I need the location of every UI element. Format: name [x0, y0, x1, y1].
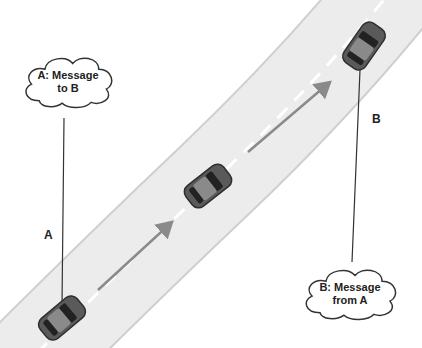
callout-text: A: Message to B — [37, 69, 99, 95]
cloud-callout: A: Message to B — [20, 51, 116, 109]
car — [181, 161, 235, 211]
car — [340, 19, 389, 73]
leader-line — [62, 118, 64, 305]
motion-arrow — [98, 222, 172, 290]
car-label: A — [44, 228, 53, 242]
road — [20, 0, 400, 348]
cloud-callout: B: Message from A — [300, 263, 400, 321]
leader-line — [352, 70, 360, 262]
motion-arrow — [248, 82, 330, 152]
car-label: B — [372, 112, 381, 126]
car — [35, 293, 88, 344]
road-edge — [20, 0, 400, 348]
lane-line — [20, 0, 400, 348]
callout-text: B: Message from A — [317, 281, 383, 307]
